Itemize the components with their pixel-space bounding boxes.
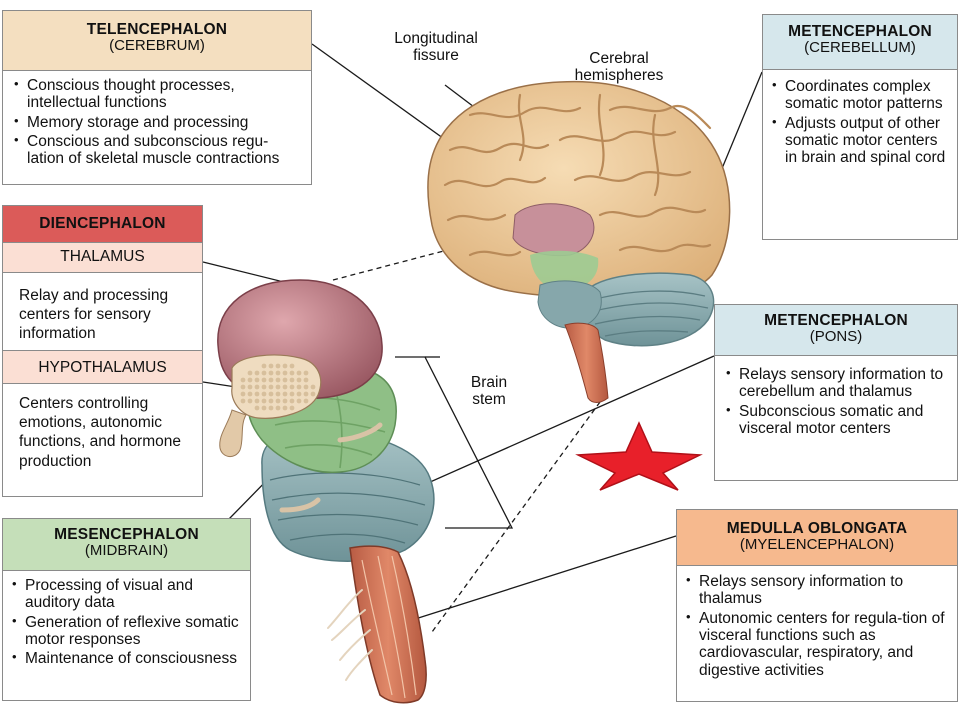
cerebellum-subtitle: (CEREBELLUM) [804, 39, 916, 57]
brain-stem-bracket [395, 356, 514, 529]
medulla-title: MEDULLA OBLONGATA [726, 520, 908, 537]
mesencephalon-list: Processing of visual and auditory data G… [3, 571, 250, 668]
list-item: Autonomic centers for regula-tion of vis… [681, 610, 951, 679]
list-item: Relays sensory information to cerebellum… [721, 366, 951, 401]
brain-stem-exploded [217, 279, 435, 704]
mesencephalon-subtitle: (MIDBRAIN) [84, 542, 169, 560]
telencephalon-subtitle: (CEREBRUM) [109, 37, 205, 55]
medulla-striations [361, 555, 417, 699]
telencephalon-list: Conscious thought processes, intellectua… [3, 71, 311, 168]
list-item: Conscious and subconscious regu-lation o… [9, 133, 303, 168]
pons-subtitle: (PONS) [809, 328, 863, 346]
list-item: Processing of visual and auditory data [7, 577, 244, 612]
thalamus-header: THALAMUS [3, 243, 202, 273]
medulla-nerve-rootlets [327, 589, 373, 681]
list-item: Adjusts output of other somatic motor ce… [767, 115, 951, 167]
list-item: Memory storage and processing [9, 114, 303, 131]
pons-title: METENCEPHALON [764, 312, 908, 329]
cerebellum-header: METENCEPHALON (CEREBELLUM) [763, 15, 957, 70]
telencephalon-header: TELENCEPHALON (CEREBRUM) [3, 11, 311, 71]
diencephalon-box: DIENCEPHALON THALAMUS Relay and processi… [2, 205, 203, 497]
star-icon [575, 421, 703, 491]
hypothalamus-header: HYPOTHALAMUS [3, 350, 202, 384]
longitudinal-fissure-label: Longitudinal fissure [394, 30, 478, 65]
list-item: Subconscious somatic and visceral motor … [721, 403, 951, 438]
hypothalamus-description: Centers controlling emotions, autonomic … [19, 395, 181, 470]
brain-stem-label: Brain stem [462, 374, 516, 409]
pons-list: Relays sensory information to cerebellum… [715, 356, 957, 437]
pons-header: METENCEPHALON (PONS) [715, 305, 957, 356]
mesencephalon-title: MESENCEPHALON [54, 526, 199, 543]
telencephalon-box: TELENCEPHALON (CEREBRUM) Conscious thoug… [2, 10, 312, 185]
pons-fibers [269, 472, 426, 544]
hypothalamus-texture [240, 363, 316, 411]
cerebellum-list: Coordinates complex somatic motor patter… [763, 70, 957, 167]
thalamus-description: Relay and processing centers for sensory… [19, 287, 169, 343]
list-item: Maintenance of consciousness [7, 650, 244, 667]
mesencephalon-header: MESENCEPHALON (MIDBRAIN) [3, 519, 250, 571]
telencephalon-title: TELENCEPHALON [86, 21, 228, 38]
mesencephalon-box: MESENCEPHALON (MIDBRAIN) Processing of v… [2, 518, 251, 701]
medulla-header: MEDULLA OBLONGATA (MYELENCEPHALON) [677, 510, 957, 566]
cranial-nerve-roots [279, 422, 383, 513]
list-item: Conscious thought processes, intellectua… [9, 77, 303, 112]
cerebral-gyri [443, 93, 712, 257]
pituitary-shape [219, 409, 247, 457]
cerebellum-title: METENCEPHALON [788, 23, 932, 40]
list-item: Relays sensory information to thalamus [681, 573, 951, 608]
medulla-box: MEDULLA OBLONGATA (MYELENCEPHALON) Relay… [676, 509, 958, 702]
list-item: Coordinates complex somatic motor patter… [767, 78, 951, 113]
diencephalon-header: DIENCEPHALON [3, 206, 202, 243]
medulla-list: Relays sensory information to thalamus A… [677, 566, 957, 679]
medulla-subtitle: (MYELENCEPHALON) [739, 536, 895, 554]
pons-box: METENCEPHALON (PONS) Relays sensory info… [714, 304, 958, 481]
whole-brain [427, 80, 731, 403]
medulla-shape [349, 545, 427, 704]
cerebellum-folia [589, 290, 709, 337]
cerebral-hemispheres-label: Cerebral hemispheres [574, 50, 664, 85]
diencephalon-title: DIENCEPHALON [39, 215, 166, 232]
list-item: Generation of reflexive somatic motor re… [7, 614, 244, 649]
cerebellum-box: METENCEPHALON (CEREBELLUM) Coordinates c… [762, 14, 958, 240]
medulla-shape-small [564, 322, 609, 403]
medulla-pointer [411, 535, 677, 621]
